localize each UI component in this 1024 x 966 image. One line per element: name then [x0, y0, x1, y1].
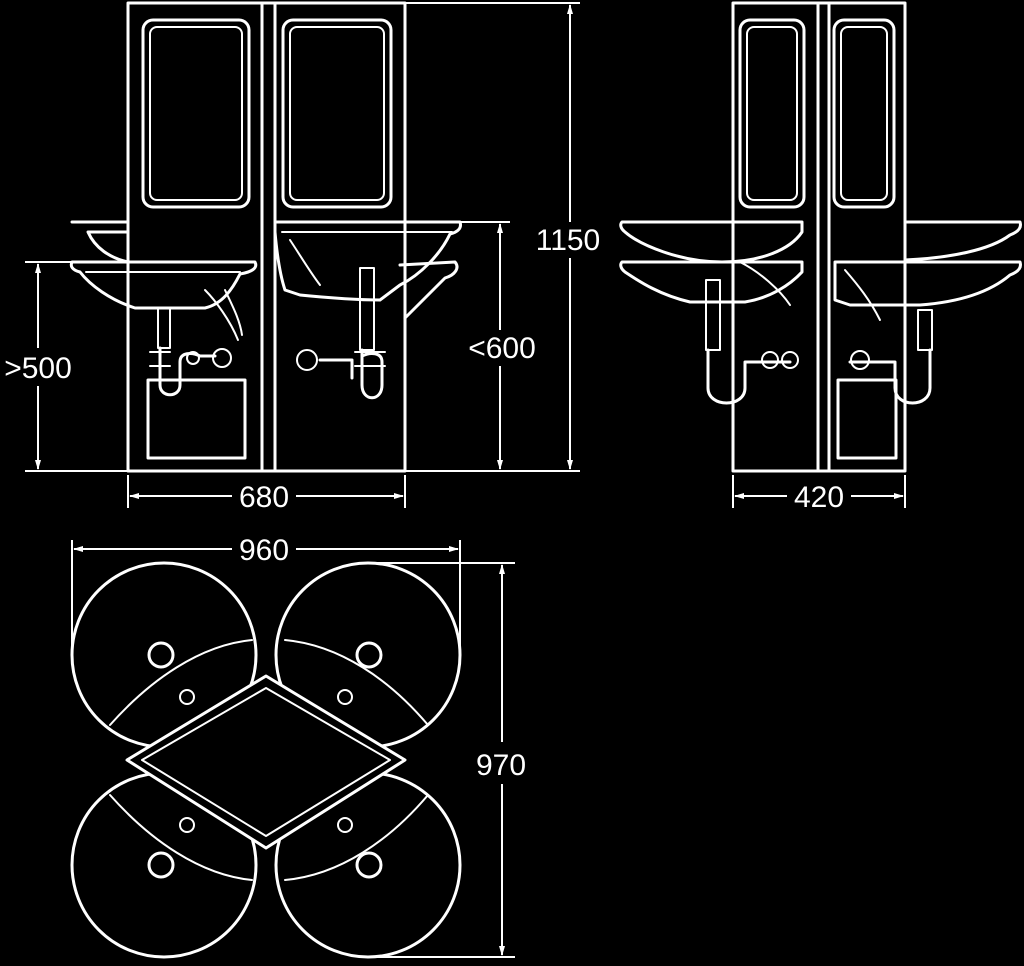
- label-1150: 1150: [536, 224, 601, 257]
- label-680: 680: [239, 481, 289, 514]
- label-970: 970: [476, 749, 526, 782]
- dim-basin-height-min: >500: [4, 261, 128, 472]
- front-column: [126, 1, 407, 473]
- label-420: 420: [794, 481, 844, 514]
- plan-view: 960 970: [70, 534, 526, 959]
- dim-total-height: 1150: [405, 2, 601, 472]
- dim-plan-depth: 970: [370, 562, 526, 958]
- central-column-plan: [125, 674, 407, 850]
- trap-right: [296, 267, 386, 400]
- front-view: 680 1150 <600 >500: [4, 1, 601, 514]
- trap-left: [146, 307, 247, 460]
- dim-side-depth: 420: [732, 475, 906, 514]
- dim-plan-width: 960: [71, 534, 461, 650]
- label-lt600: <600: [468, 332, 536, 365]
- dim-front-width: 680: [127, 475, 406, 514]
- basin-front-left: [69, 260, 258, 342]
- mirror-left: [141, 18, 251, 209]
- label-gt500: >500: [4, 352, 72, 385]
- dim-basin-height-max: <600: [460, 221, 536, 470]
- mirror-right: [281, 18, 393, 209]
- side-view: 420: [619, 1, 1022, 514]
- basin-front-right: [273, 220, 462, 320]
- label-960: 960: [239, 534, 289, 567]
